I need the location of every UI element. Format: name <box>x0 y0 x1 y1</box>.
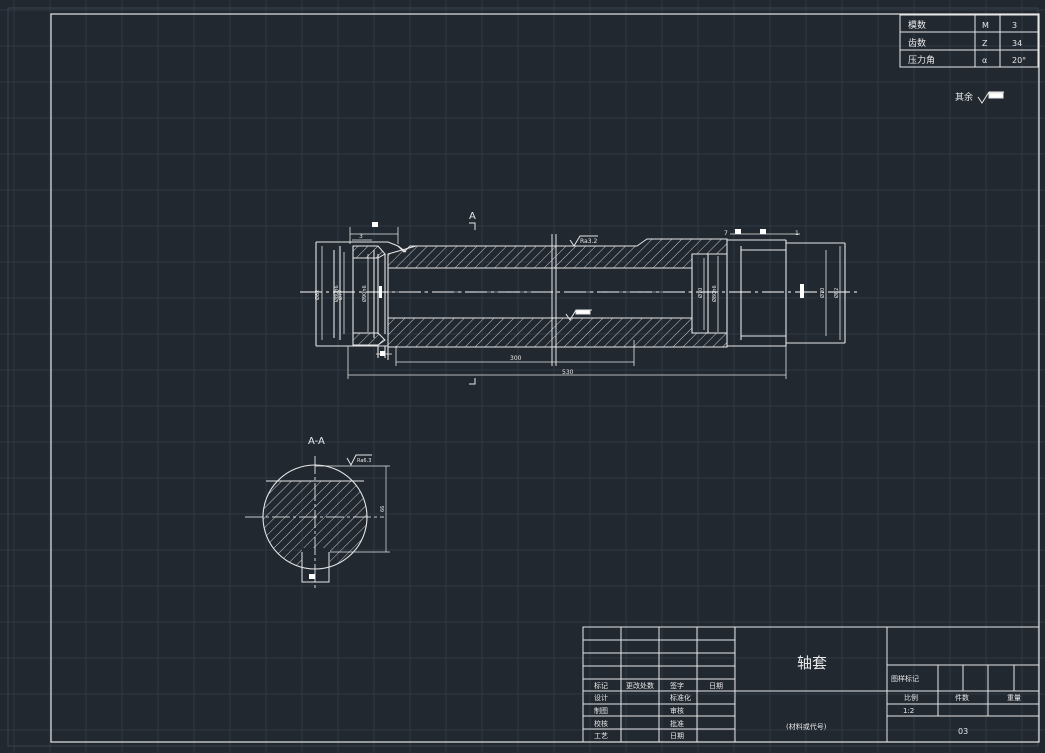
dim-dia-left-2: Ø77 <box>337 290 344 300</box>
material-code: (材料或代号) <box>786 722 827 731</box>
sleeve-outline <box>315 239 846 360</box>
param-value-pressure-angle: 20° <box>1012 56 1026 65</box>
stage-mark-label: 图样标记 <box>891 674 919 683</box>
label-review: 审核 <box>670 706 684 715</box>
dim-tolerance-box-left <box>372 222 378 227</box>
dim-dia-right-2: Ø80h6 <box>711 285 718 302</box>
dim-tolerance-box-left-center <box>379 286 382 298</box>
label-date2: 日期 <box>670 732 684 740</box>
param-symbol-pressure-angle: α <box>982 56 987 65</box>
count-label: 件数 <box>955 693 969 702</box>
label-mark: 标记 <box>594 681 608 690</box>
roughness-section-label: Ra6.3 <box>357 458 371 464</box>
dim-tolerance-box-bottom <box>380 351 385 356</box>
part-name: 轴套 <box>797 654 827 672</box>
section-arrow-bottom <box>469 378 476 385</box>
label-draw: 制图 <box>594 706 608 715</box>
label-process: 工艺 <box>594 732 608 740</box>
dim-tolerance-box-right-1 <box>735 229 741 234</box>
roughness-mark-section <box>346 454 372 467</box>
param-name-pressure-angle: 压力角 <box>908 54 935 66</box>
label-approve: 批准 <box>670 719 684 728</box>
dim-dia-left-1: Ø82 <box>314 290 321 300</box>
keyway-break-lines <box>551 234 557 366</box>
title-block <box>582 626 1040 743</box>
label-change: 更改处数 <box>626 681 654 690</box>
label-design: 设计 <box>594 693 608 702</box>
dim-dia-right-3: Ø70 <box>819 288 826 298</box>
param-symbol-teeth: Z <box>982 39 988 48</box>
drawing-number: 03 <box>958 727 968 736</box>
sleeve-hatched-section <box>352 238 728 348</box>
dim-dia-right-1: Ø70 <box>697 288 704 298</box>
surface-note-label: 其余 <box>955 91 973 103</box>
dimension-lines-main <box>321 227 841 379</box>
label-sign: 签字 <box>670 681 684 690</box>
gear-parameter-table <box>899 14 1039 68</box>
dim-dia-left-4: Ø80h6 <box>333 285 340 302</box>
section-arrow-top <box>469 222 476 230</box>
section-title-aa: A-A <box>308 436 325 447</box>
weight-label: 重量 <box>1007 694 1021 702</box>
param-symbol-module: M <box>982 21 989 30</box>
dim-tolerance-box-right-2 <box>760 229 766 234</box>
dim-300: 300 <box>510 355 522 362</box>
drawing-border <box>50 13 1040 743</box>
section-mark-top: A <box>469 211 476 222</box>
label-check: 校核 <box>594 719 608 728</box>
dim-530: 530 <box>562 369 574 376</box>
scale-label: 比例 <box>904 693 918 702</box>
dim-section-height: 66 <box>380 506 386 512</box>
dim-right-small: 7 <box>724 230 728 237</box>
dim-right-small-2: 1 <box>795 230 799 237</box>
dim-left-small: 3 <box>359 233 363 240</box>
outer-frame <box>7 7 1039 747</box>
roughness-mark-middle <box>565 309 592 321</box>
scale-value: 1:2 <box>903 707 914 715</box>
roughness-mark-top <box>569 235 598 247</box>
dim-tolerance-box-center <box>800 284 804 298</box>
label-standardize: 标准化 <box>670 693 691 702</box>
roughness-top-label: Ra3.2 <box>580 238 597 245</box>
param-name-teeth: 齿数 <box>908 37 926 49</box>
dim-dia-right-4: Ø82 <box>833 288 840 298</box>
param-value-module: 3 <box>1012 21 1017 30</box>
section-aa-view <box>245 456 390 590</box>
param-value-teeth: 34 <box>1012 39 1022 48</box>
param-name-module: 模数 <box>908 19 926 31</box>
dim-dia-left-3: Ø90h6 <box>361 285 368 302</box>
label-date: 日期 <box>709 682 723 690</box>
roughness-symbol-icon <box>977 91 1004 104</box>
